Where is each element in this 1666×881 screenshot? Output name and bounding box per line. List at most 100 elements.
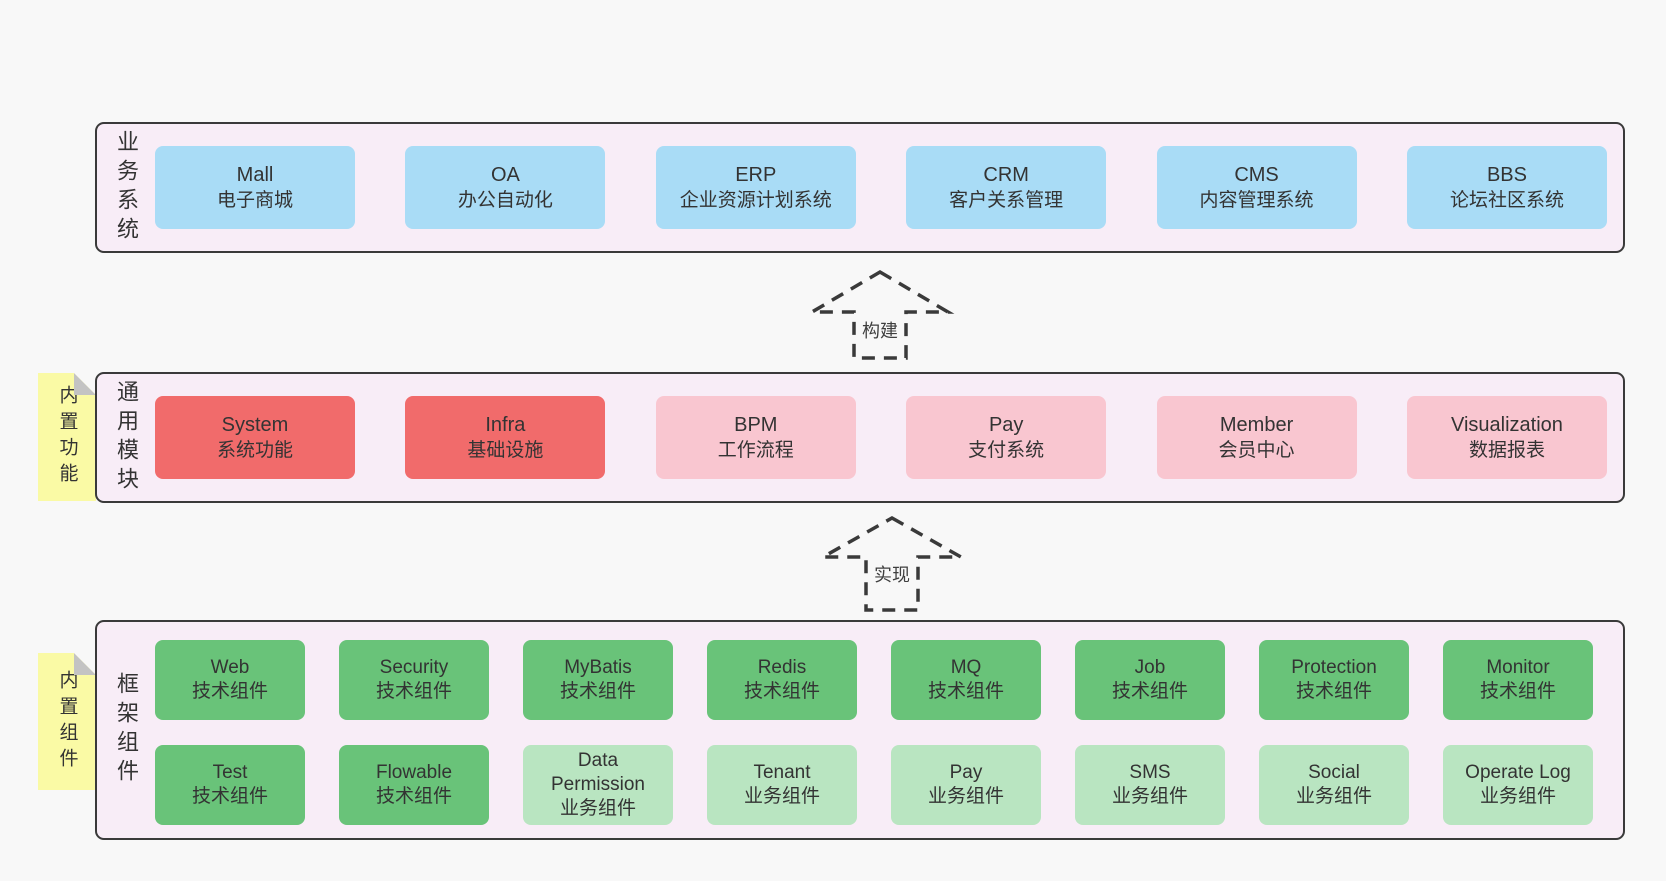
module-description: 技术组件 [1111,681,1188,702]
module-name: BBS [1486,163,1527,186]
arrow-build-label: 构建 [858,316,902,344]
module-box-oa: OA 办公自动化 [405,146,606,229]
module-name: Web [210,657,250,678]
module-name: BPM [734,413,778,436]
module-name: Infra [485,413,526,436]
module-box-web: Web 技术组件 [155,640,305,720]
module-description: 技术组件 [559,681,636,702]
module-description: 技术组件 [743,681,820,702]
module-name: SMS [1129,762,1171,783]
module-description: 内容管理系统 [1199,189,1314,211]
module-description: 技术组件 [375,786,452,807]
module-name: OA [490,163,520,186]
band-label-framework-components: 框架组件 [114,672,139,788]
band-business-systems: 业务系统 Mall 电子商城 OA 办公自动化 ERP 企业资源计划系统 CRM 客户关系管理… [95,122,1625,253]
module-box-test: Test 技术组件 [155,745,305,825]
module-description: 论坛社区系统 [1449,189,1564,211]
module-box-infra: Infra 基础设施 [405,396,606,479]
module-name: CMS [1234,163,1279,186]
module-description: 办公自动化 [457,189,553,211]
module-name: Member [1219,413,1294,436]
module-name: CRM [983,163,1029,186]
sticky-note-text: 内置功能 [56,385,78,489]
module-name: Job [1134,657,1166,678]
module-description: 技术组件 [375,681,452,702]
module-box-data-permission: Data Permission 业务组件 [523,745,673,825]
module-name: MyBatis [564,657,632,678]
module-description: 技术组件 [191,681,268,702]
arrow-implement-label: 实现 [870,560,914,588]
module-box-job: Job 技术组件 [1075,640,1225,720]
module-description: 客户关系管理 [949,189,1064,211]
module-name: Flowable [375,762,453,783]
module-box-member: Member 会员中心 [1156,396,1357,479]
module-box-tenant: Tenant 业务组件 [707,745,857,825]
module-box-social: Social 业务组件 [1259,745,1409,825]
module-box-operate-log: Operate Log 业务组件 [1443,745,1593,825]
module-name: Protection [1291,657,1377,678]
sticky-note-built-in-components: 内置组件 [38,653,96,790]
module-description: 电子商城 [216,189,293,211]
module-name: Tenant [753,762,811,783]
module-box-mq: MQ 技术组件 [891,640,1041,720]
module-description: 业务组件 [1111,786,1188,807]
module-description: 业务组件 [1479,786,1556,807]
note-folded-corner-icon [74,373,96,395]
module-name: Operate Log [1465,762,1571,783]
module-name: Data Permission [551,750,645,795]
module-description: 技术组件 [1479,681,1556,702]
module-name: ERP [735,163,777,186]
module-box-pay: Pay 业务组件 [891,745,1041,825]
band-label-common-modules: 通用模块 [114,379,139,496]
sticky-note-text: 内置组件 [56,669,78,774]
module-box-flowable: Flowable 技术组件 [339,745,489,825]
module-name: Social [1308,762,1360,783]
module-description: 企业资源计划系统 [679,189,832,211]
module-box-mall: Mall 电子商城 [155,146,355,229]
module-description: 数据报表 [1468,439,1545,461]
module-description: 基础设施 [467,439,544,461]
module-name: Visualization [1450,413,1563,436]
module-description: 技术组件 [927,681,1004,702]
note-folded-corner-icon [74,653,96,675]
module-name: Pay [949,762,983,783]
module-box-pay: Pay 支付系统 [906,396,1107,479]
module-box-mybatis: MyBatis 技术组件 [523,640,673,720]
module-box-sms: SMS 业务组件 [1075,745,1225,825]
module-description: 支付系统 [968,439,1045,461]
module-name: Test [212,762,248,783]
module-box-crm: CRM 客户关系管理 [906,146,1107,229]
module-box-erp: ERP 企业资源计划系统 [655,146,856,229]
module-description: 会员中心 [1218,439,1295,461]
module-name: System [221,413,289,436]
module-box-bpm: BPM 工作流程 [655,396,856,479]
module-name: Redis [757,657,807,678]
arrow-build-icon: 构建 [800,266,960,362]
module-description: 业务组件 [1295,786,1372,807]
module-box-bbs: BBS 论坛社区系统 [1406,146,1607,229]
module-name: MQ [950,657,982,678]
module-description: 业务组件 [559,798,636,819]
module-description: 工作流程 [717,439,794,461]
band-label-business-systems: 业务系统 [114,129,139,246]
module-description: 业务组件 [743,786,820,807]
module-box-cms: CMS 内容管理系统 [1156,146,1357,229]
module-description: 技术组件 [1295,681,1372,702]
module-name: Pay [988,413,1024,436]
arrow-implement-icon: 实现 [812,512,972,614]
module-box-redis: Redis 技术组件 [707,640,857,720]
module-box-protection: Protection 技术组件 [1259,640,1409,720]
module-description: 技术组件 [191,786,268,807]
sticky-note-built-in-features: 内置功能 [38,373,96,501]
module-name: Mall [236,163,274,186]
module-description: 业务组件 [927,786,1004,807]
